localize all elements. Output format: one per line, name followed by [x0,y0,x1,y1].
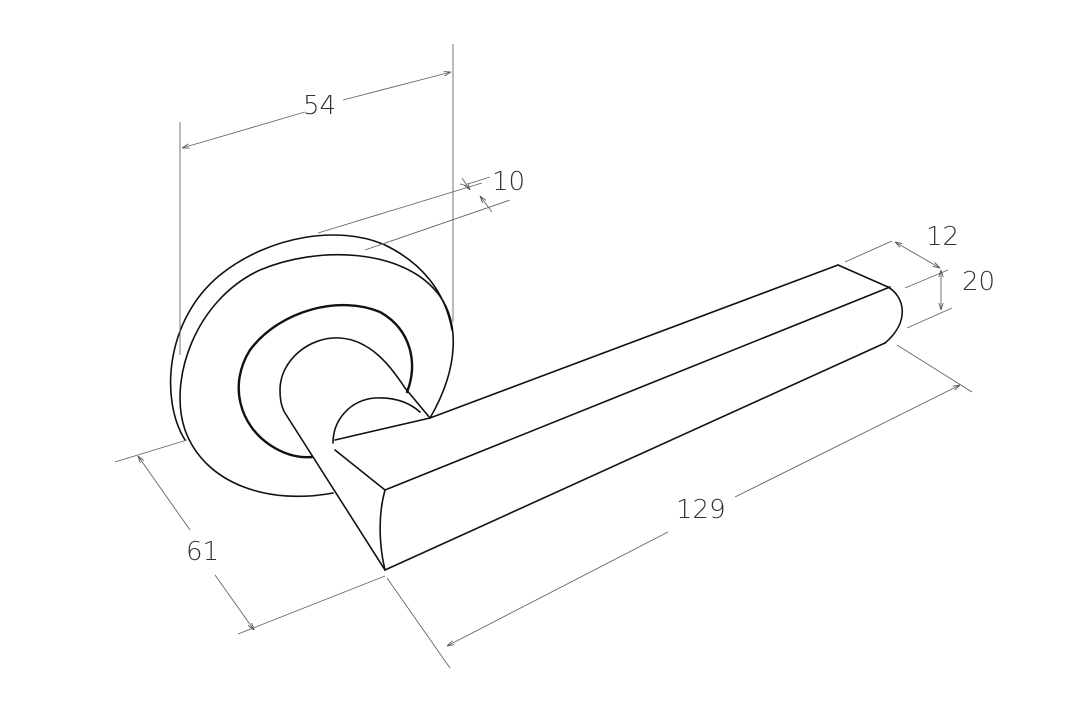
neck-inner-edge [334,449,386,491]
dimension-label-54: 54 [303,91,336,121]
neck-outer [279,337,431,571]
lever-front-end [379,489,386,571]
rose-inner-ring [237,303,414,459]
dimension-10: 10 [317,167,525,251]
rose-front-face [179,253,455,498]
dimension-label-20: 20 [962,267,995,297]
dimension-20: 20 [906,267,995,329]
dimension-129: 129 [386,344,973,669]
rose [169,234,455,498]
lever-top-edge [429,264,839,419]
dimension-12: 12 [844,222,959,289]
dimension-61: 61 [114,439,386,635]
lever-back-edge [334,417,431,441]
dimension-label-12: 12 [926,222,959,252]
dimension-54: 54 [179,44,454,355]
rose-back-edge [169,234,453,441]
neck-inner-arc [332,397,421,444]
lever-bottom-edge [384,342,886,571]
dimension-label-129: 129 [676,495,726,525]
lever [279,264,903,571]
dimension-label-61: 61 [186,537,219,567]
lever-middle-edge [384,286,891,491]
dimension-label-10: 10 [492,167,525,197]
